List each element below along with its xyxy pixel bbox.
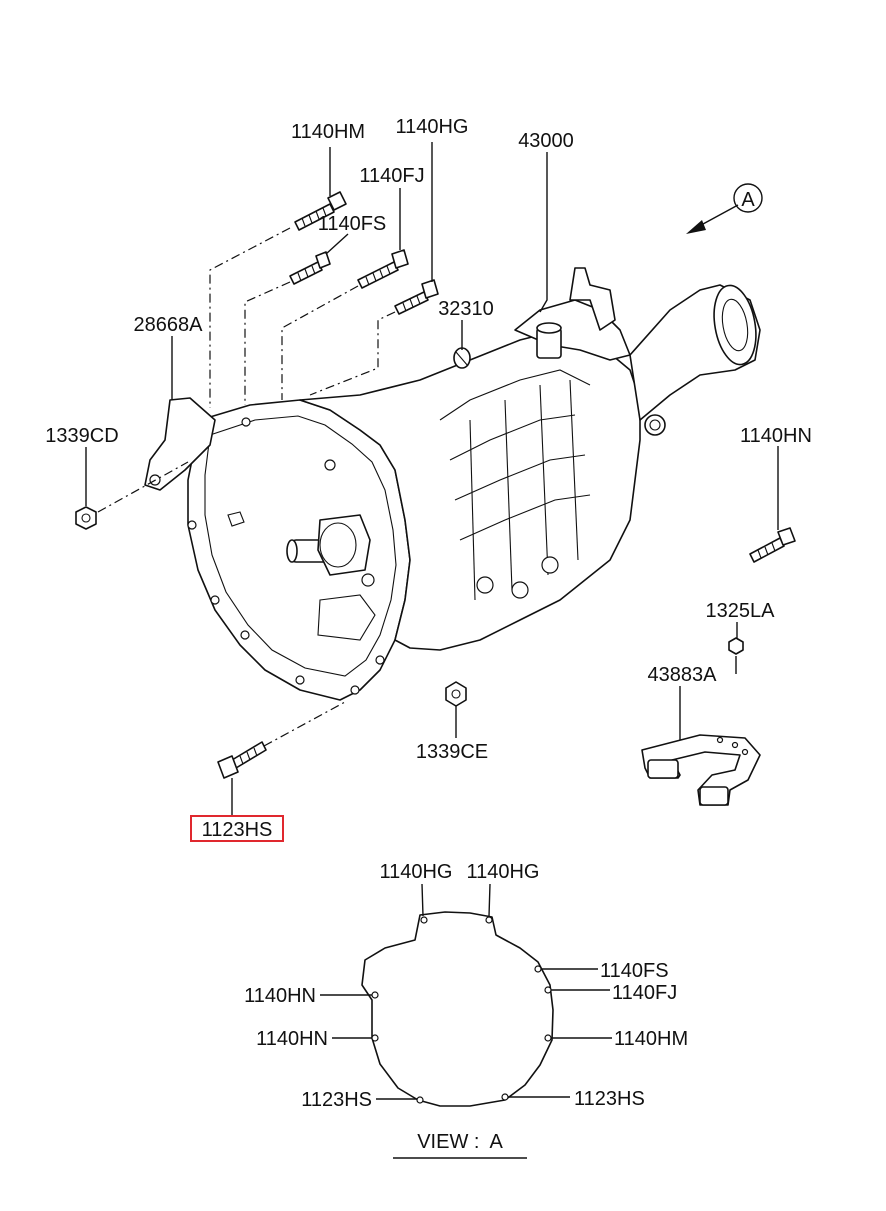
- view-label-bottom-right: 1123HS: [574, 1088, 645, 1110]
- view-label-right3: 1140HM: [614, 1028, 688, 1050]
- view-label-top-right: 1140HG: [466, 861, 539, 883]
- stud-32310: [453, 347, 471, 369]
- view-label-top-left: 1140HG: [379, 861, 452, 883]
- view-label-bottom-left: 1123HS: [301, 1089, 372, 1111]
- view-a-diagram: 1140HG 1140HG 1140FS 1140FJ 1140HM 1140H…: [244, 861, 688, 1159]
- bolt-1140hg: [394, 279, 439, 315]
- nut-1339cd: [75, 506, 97, 530]
- view-label-right1: 1140FS: [600, 960, 669, 982]
- view-label-left2: 1140HN: [256, 1028, 328, 1050]
- bolt-1140hn: [749, 527, 796, 563]
- label-1140fj: 1140FJ: [359, 165, 424, 187]
- label-32310: 32310: [438, 298, 494, 320]
- leader-lines: [85, 142, 779, 816]
- nut-1339ce: [445, 681, 467, 707]
- bolt-1140hm: [294, 191, 347, 231]
- label-1339cd: 1339CD: [45, 425, 118, 447]
- label-1123hs[interactable]: 1123HS: [202, 819, 273, 841]
- view-a-arrow: A: [686, 183, 763, 234]
- bolt-1140fs: [289, 251, 331, 285]
- label-1339ce: 1339CE: [416, 741, 488, 763]
- label-43000: 43000: [518, 130, 574, 152]
- label-1140hm: 1140HM: [291, 121, 365, 143]
- label-28668a: 28668A: [134, 314, 204, 336]
- label-1140hn: 1140HN: [740, 425, 812, 447]
- nut-1325la: [728, 637, 744, 655]
- view-marker-a: A: [741, 189, 755, 211]
- view-a-title: VIEW : A: [417, 1131, 503, 1153]
- callout-labels: 1140HM 1140HG 43000 1140FJ 1140FS 32310 …: [45, 116, 812, 842]
- label-1140hg: 1140HG: [395, 116, 468, 138]
- view-label-right2: 1140FJ: [612, 982, 677, 1004]
- highlight-box-1123hs: [190, 815, 284, 842]
- guide-plate-43883a: [641, 734, 761, 806]
- label-1140fs: 1140FS: [318, 213, 387, 235]
- label-1325la: 1325LA: [706, 600, 776, 622]
- label-43883a: 43883A: [648, 664, 718, 686]
- view-label-left1: 1140HN: [244, 985, 316, 1007]
- bolt-1140fj: [357, 249, 409, 289]
- transmission-assembly: [187, 267, 761, 701]
- bolt-1123hs: [217, 741, 267, 779]
